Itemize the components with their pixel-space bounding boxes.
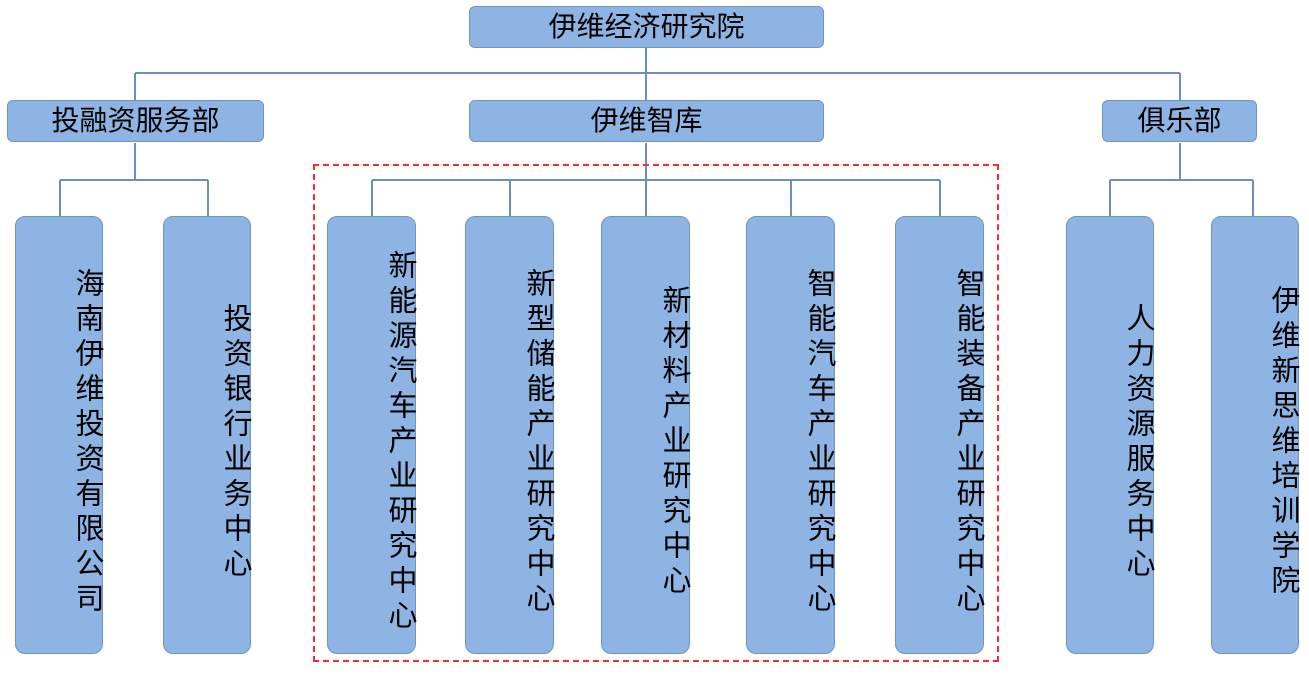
subsidiary-node-investment-banking: 投资银行业务中心 xyxy=(163,216,253,654)
department-club-label: 俱乐部 xyxy=(1137,104,1222,137)
subsidiary-label: 投资银行业务中心 xyxy=(219,302,253,583)
subsidiary-label: 海南伊维投资有限公司 xyxy=(71,267,105,618)
root-label: 伊维经济研究院 xyxy=(548,10,745,43)
club-label: 人力资源服务中心 xyxy=(1122,302,1156,583)
research-center-node-new-energy-vehicles: 新能源汽车产业研究中心 xyxy=(327,216,418,654)
research-center-label: 新型储能产业研究中心 xyxy=(522,267,556,618)
research-center-node-new-energy-storage: 新型储能产业研究中心 xyxy=(465,216,556,654)
club-label: 伊维新思维培训学院 xyxy=(1267,285,1301,600)
root-node: 伊维经济研究院 xyxy=(469,6,824,48)
research-center-node-intelligent-vehicles: 智能汽车产业研究中心 xyxy=(746,216,837,654)
subsidiary-node-hainan-yiwei-investment: 海南伊维投资有限公司 xyxy=(15,216,105,654)
department-think-tank-label: 伊维智库 xyxy=(590,104,703,137)
department-club-node: 俱乐部 xyxy=(1102,100,1257,142)
research-center-label: 新能源汽车产业研究中心 xyxy=(384,250,418,635)
club-node-yiwei-new-thinking-training: 伊维新思维培训学院 xyxy=(1211,216,1301,654)
research-center-node-intelligent-equipment: 智能装备产业研究中心 xyxy=(895,216,986,654)
department-investment-label: 投融资服务部 xyxy=(51,104,220,137)
club-node-human-resources-service: 人力资源服务中心 xyxy=(1066,216,1156,654)
research-center-label: 新材料产业研究中心 xyxy=(658,285,692,600)
research-center-label: 智能汽车产业研究中心 xyxy=(803,267,837,618)
research-center-label: 智能装备产业研究中心 xyxy=(952,267,986,618)
department-think-tank-node: 伊维智库 xyxy=(469,100,824,142)
research-center-node-new-materials: 新材料产业研究中心 xyxy=(601,216,692,654)
department-investment-node: 投融资服务部 xyxy=(7,100,264,142)
